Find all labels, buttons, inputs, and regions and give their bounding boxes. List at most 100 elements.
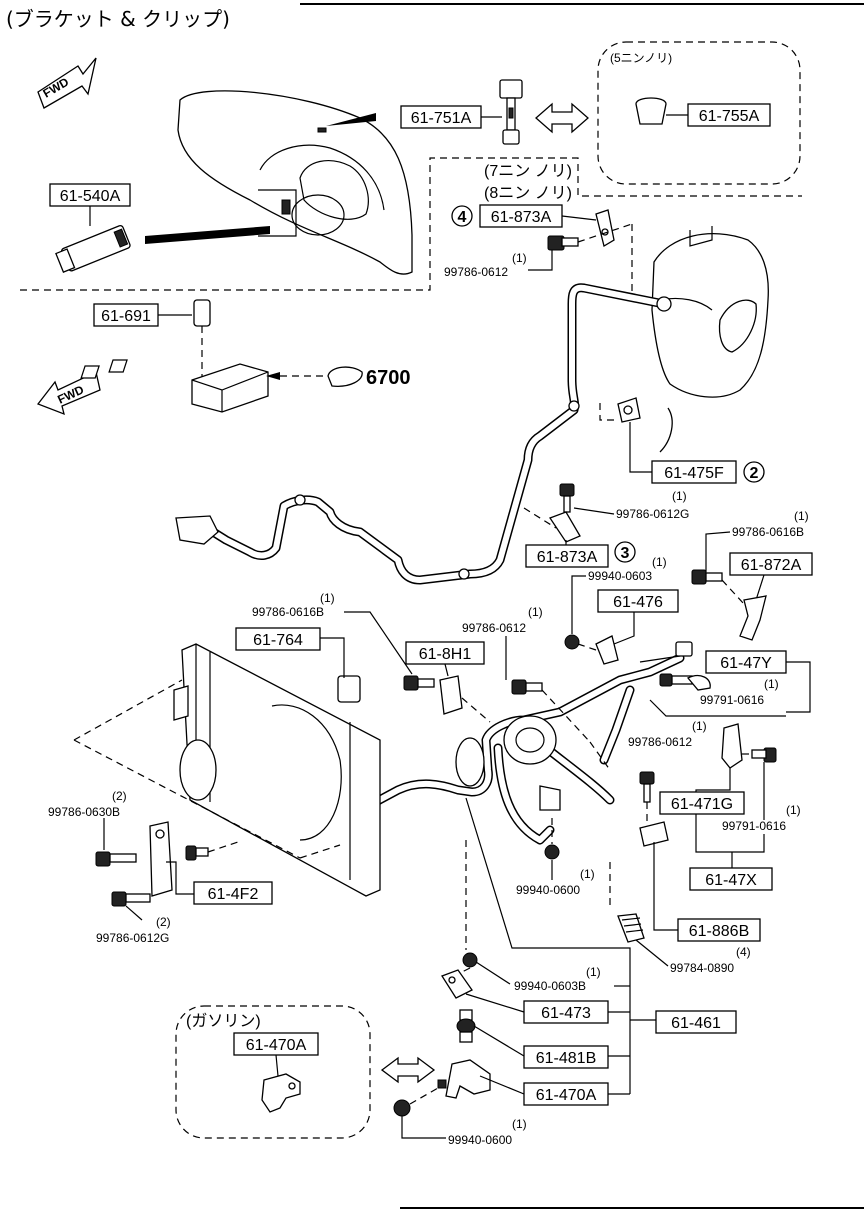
part-61-473: 61-473 — [541, 1005, 591, 1022]
svg-text:99786-0612: 99786-0612 — [444, 265, 508, 279]
svg-text:(1): (1) — [652, 555, 667, 569]
part-61-872A: 61-872A — [741, 557, 802, 574]
upper-ac-pipe — [175, 283, 672, 585]
label-box-61-872A — [729, 552, 813, 576]
reference-hand-icon — [327, 366, 363, 387]
svg-text:FWD: FWD — [55, 382, 86, 406]
part-61-755A: 61-755A — [699, 108, 760, 125]
gasoline-group — [175, 1005, 371, 1139]
svg-text:99786-0630B: 99786-0630B — [48, 805, 120, 819]
part-61-481B: 61-481B — [536, 1050, 597, 1067]
reference-6700: 6700 — [366, 367, 411, 389]
svg-text:(4): (4) — [736, 945, 751, 959]
part-61-540A: 61-540A — [60, 188, 121, 205]
svg-text:99784-0890: 99784-0890 — [670, 961, 734, 975]
switch-540A — [55, 224, 131, 273]
clip-873A-top — [595, 209, 615, 248]
callout-4 — [451, 205, 473, 227]
bracket-886B — [639, 821, 669, 847]
label-box-61-47X — [689, 867, 773, 891]
svg-text:(1): (1) — [786, 803, 801, 817]
bolt-0630B — [95, 851, 137, 867]
svg-text:3: 3 — [621, 545, 630, 562]
bolt-top — [547, 235, 579, 251]
bolt-0616-47Y — [659, 673, 693, 687]
label-box-61-481B — [523, 1045, 609, 1069]
label-box-61-4F2 — [193, 881, 273, 905]
part-61-691: 61-691 — [101, 308, 151, 325]
part-61-873A-mid: 61-873A — [537, 549, 598, 566]
callout-2 — [743, 461, 765, 483]
svg-text:99786-0616B: 99786-0616B — [252, 605, 324, 619]
bolt-0612G — [559, 483, 575, 513]
bolt-4F2-mid — [185, 845, 209, 861]
label-box-61-475F — [651, 460, 737, 484]
compressor — [455, 715, 561, 811]
svg-text:(1): (1) — [692, 719, 707, 733]
nut-0600-center — [544, 844, 560, 860]
bolt-0616-471G — [751, 747, 777, 763]
alternate-arrow-bottom-icon — [380, 1056, 436, 1084]
svg-text:(1): (1) — [672, 489, 687, 503]
part-61-471G: 61-471G — [671, 796, 733, 813]
label-box-61-476 — [597, 589, 679, 613]
svg-text:(1): (1) — [764, 677, 779, 691]
label-box-61-886B — [677, 918, 761, 942]
five-seat-group — [597, 41, 801, 185]
svg-text:(1): (1) — [794, 509, 809, 523]
svg-text:99940-0600: 99940-0600 — [516, 883, 580, 897]
note-five-seat: (5ニンノリ) — [610, 51, 672, 65]
svg-text:99786-0612: 99786-0612 — [462, 621, 526, 635]
svg-text:(1): (1) — [528, 605, 543, 619]
svg-text:99940-0600: 99940-0600 — [448, 1133, 512, 1147]
spring-clip-0890 — [617, 913, 645, 943]
bracket-4F2 — [149, 821, 173, 897]
bolt-8H1 — [403, 675, 435, 691]
svg-text:(2): (2) — [156, 915, 171, 929]
diagram-title: (ブラケット & クリップ) — [6, 7, 230, 31]
clip-873A-mid — [549, 511, 581, 543]
part-61-8H1: 61-8H1 — [419, 646, 472, 663]
switch-751A — [499, 79, 523, 145]
relay-block — [80, 359, 269, 413]
svg-text:99786-0612G: 99786-0612G — [616, 507, 689, 521]
note-eight-seat: (8ニン ノリ) — [484, 185, 572, 202]
bolt-0612G-left — [111, 891, 151, 907]
label-box-61-461 — [655, 1010, 737, 1034]
part-61-4F2: 61-4F2 — [208, 886, 259, 903]
fwd-arrow-top-icon: FWD — [37, 57, 97, 109]
grommet-481B — [456, 1009, 476, 1043]
leader-wedge-751 — [326, 113, 376, 126]
bracket-470A-right — [445, 1059, 491, 1099]
callout-3 — [614, 541, 636, 563]
svg-text:99786-0612G: 99786-0612G — [96, 931, 169, 945]
label-box-61-471G — [659, 791, 745, 815]
alternate-arrow-icon — [535, 102, 589, 134]
condenser — [173, 643, 381, 897]
note-gasoline: (ガソリン) — [186, 1012, 261, 1030]
svg-text:2: 2 — [750, 465, 759, 482]
bolt-0616B-right — [691, 569, 723, 585]
condenser-outline — [73, 679, 183, 741]
note-seven-seat: (7ニン ノリ) — [484, 163, 572, 180]
clip-476 — [595, 635, 619, 665]
part-61-886B: 61-886B — [689, 923, 750, 940]
switch-755A — [635, 97, 667, 125]
nut-0603 — [564, 634, 580, 650]
svg-text:(1): (1) — [512, 251, 527, 265]
svg-text:4: 4 — [458, 209, 467, 226]
instrument-panel — [177, 90, 413, 275]
part-61-461: 61-461 — [671, 1015, 721, 1032]
svg-text:99791-0616: 99791-0616 — [700, 693, 764, 707]
clip-8H1 — [439, 675, 463, 715]
nut-0600-bottom — [393, 1099, 411, 1117]
part-61-47X: 61-47X — [705, 872, 757, 889]
bracket-470A-left — [261, 1073, 301, 1113]
part-61-470A-left: 61-470A — [246, 1037, 307, 1054]
part-61-475F: 61-475F — [664, 465, 724, 482]
svg-text:(1): (1) — [586, 965, 601, 979]
bracket-471G — [721, 723, 743, 769]
part-61-470A-right: 61-470A — [536, 1087, 597, 1104]
part-61-873A-top: 61-873A — [491, 209, 552, 226]
svg-text:(2): (2) — [112, 789, 127, 803]
